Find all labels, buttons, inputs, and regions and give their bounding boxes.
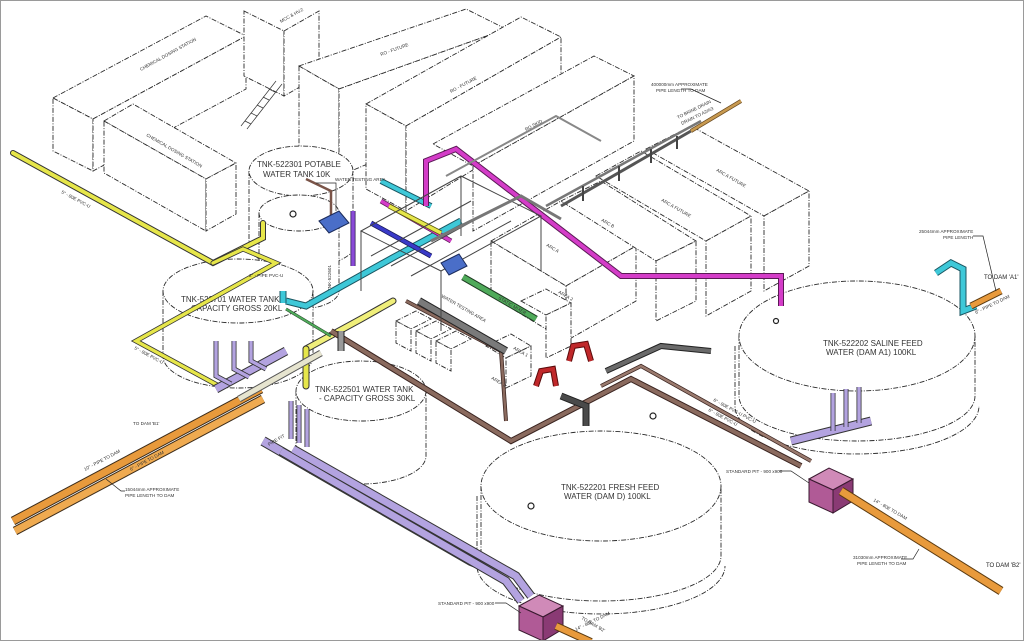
water-testing-area-label: WATER TESTING AREA	[335, 177, 387, 182]
to-dam-a1-label: TO DAM 'A1'	[984, 275, 1019, 281]
pump-blue-1	[318, 210, 350, 234]
pipe-green-static-mixer	[285, 273, 538, 338]
to-dam-b1-label: TO DAM 'B1'	[133, 421, 160, 426]
tank-label-line1: TNK-522601	[327, 265, 332, 291]
pit-right-label: STANDARD PIT - 900 x900	[726, 469, 783, 474]
to-dam-b2-label: TO DAM 'B2'	[986, 563, 1021, 569]
tank-tnk-522201: TNK-522201 FRESH FEED WATER (DAM D) 100K…	[476, 430, 726, 615]
tank-label-line2: WATER TANK 10K	[263, 170, 331, 179]
tank-label-line2: - CAPACITY GROSS 30KL	[319, 394, 416, 403]
water-testing-frame	[359, 114, 702, 331]
tank-label-line2: WATER (DAM A1) 100KL	[826, 348, 917, 357]
pipe-cyan	[279, 178, 978, 317]
pipe-yellow-main	[10, 150, 397, 390]
valve-red-1	[533, 365, 559, 387]
building-area-future-1: ARC A FUTURE	[595, 150, 752, 317]
tank-tnk-522501: TNK-522501 WATER TANK - CAPACITY GROSS 3…	[295, 360, 427, 485]
building-label: ARC A	[546, 243, 561, 255]
pit-bottom-label: STANDARD PIT - 900 x900	[438, 601, 495, 606]
tank-label-line1: TNK-522701 WATER TANK	[181, 295, 280, 304]
pipe-orange-dam-b2-bottom	[554, 622, 593, 640]
building-chem-dosing-2: CHEMICAL DOSING STATION	[103, 103, 237, 232]
pipe-orange-dam-b1	[10, 385, 266, 535]
b2-length-label: 31030mm APPROXIMATE	[853, 555, 907, 560]
tank-label-line1: TNK-522202 SALINE FEED	[823, 339, 923, 348]
pipe-brine-drain	[560, 99, 743, 208]
stair-icon	[240, 80, 283, 130]
pipe-orange-dam-a1	[969, 287, 1003, 310]
pipe-lavender-header-3	[789, 387, 873, 446]
equipment-boxes	[395, 288, 572, 389]
b2-length-label-2: PIPE LENGTH TO DAM	[857, 561, 907, 566]
tank-label-line2: CAPACITY GROSS 20KL	[191, 304, 283, 313]
pipe-orange-dam-b2	[838, 487, 1004, 595]
pit-bottom	[517, 594, 565, 640]
pipe-lavender-header-2	[260, 401, 535, 604]
building-area-b: ARC B	[560, 180, 697, 322]
tank-label-line2: WATER (DAM D) 100KL	[564, 492, 651, 501]
brine-length-label-2: PIPE LENGTH TO DAM	[656, 88, 706, 93]
tank-label-line1: TNK-522501 WATER TANK	[315, 385, 414, 394]
brine-length-label: 400000mm APPROXIMATE	[651, 82, 708, 87]
dam-a1-length-label: 25044mm APPROXIMATE	[919, 229, 973, 234]
pump-blue-2	[440, 253, 468, 276]
b1-length-label: 15044mm APPROXIMATE	[125, 487, 179, 492]
valve-red-2	[566, 340, 594, 362]
tank-label-line1: TNK-522201 FRESH FEED	[561, 483, 659, 492]
pipe-lavender-header-1	[213, 341, 323, 403]
b1-length-label-2: PIPE LENGTH TO DAM	[125, 493, 175, 498]
dam-a1-length-label-2: PIPE LENGTH	[943, 235, 973, 240]
pipe-grey-network	[337, 297, 712, 426]
tank-label-line1: TNK-522301 POTABLE	[257, 160, 341, 169]
tank-hatch-icons	[289, 210, 780, 510]
small-pipe-label: 2" - PIPE PVC-U	[249, 273, 283, 278]
building-label: ARC B	[601, 218, 616, 229]
pipe-brown-network	[305, 177, 812, 469]
